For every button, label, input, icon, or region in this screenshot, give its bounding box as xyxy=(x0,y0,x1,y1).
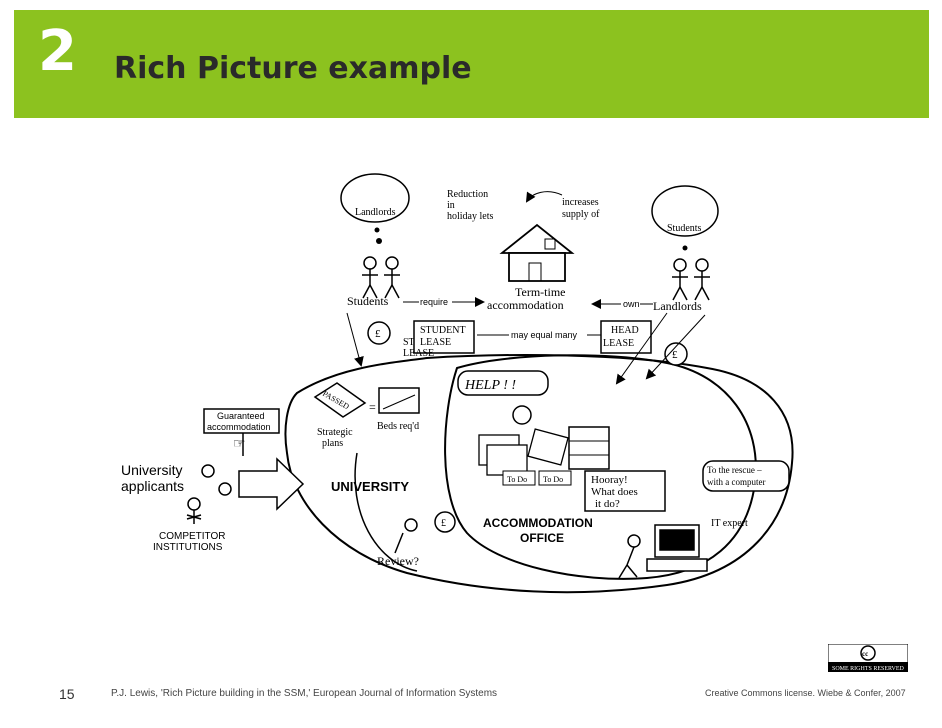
magnifier-figure-icon xyxy=(394,518,418,554)
help-bubble xyxy=(457,370,549,396)
term-time-line-1: Term-time xyxy=(515,285,565,299)
accommodation-office-line-2: OFFICE xyxy=(520,531,564,545)
rescue-line-2: with a computer xyxy=(707,477,765,487)
review-label: Review? xyxy=(377,554,419,568)
landlords-thought-bubble xyxy=(340,173,410,223)
pound-sign: £ xyxy=(441,518,446,529)
applicants-line-2: applicants xyxy=(121,478,184,494)
may-equal-many-label: may equal many xyxy=(511,330,578,340)
money-bag-icon xyxy=(664,342,688,366)
student-lease-arrow xyxy=(346,312,364,367)
todo-tray xyxy=(538,470,572,486)
office-worker-head-icon xyxy=(512,405,532,425)
computer-icon xyxy=(646,524,708,572)
hooray-line-2: What does xyxy=(591,486,638,498)
paper-pile-icon xyxy=(478,428,569,476)
increases-arrow xyxy=(525,191,563,203)
beds-label: Beds req'd xyxy=(377,421,419,432)
todo-label: To Do xyxy=(543,475,563,484)
pound-sign: £ xyxy=(672,349,678,361)
student-lease-line-2: LEASE xyxy=(420,337,451,348)
hooray-line-1: Hooray! xyxy=(591,474,628,486)
badge-text: SOME RIGHTS RESERVED xyxy=(832,666,905,672)
own-label: own xyxy=(623,299,640,309)
slide-title: Rich Picture example xyxy=(114,51,472,86)
page-number: 15 xyxy=(59,686,75,702)
competitor-figure-icon xyxy=(186,497,202,524)
beds-graph-line xyxy=(382,394,416,410)
guaranteed-line-2: accommodation xyxy=(207,422,271,432)
strategic-line-1: Strategic xyxy=(317,427,353,438)
landlord-head-lease-arrow xyxy=(615,312,668,385)
money-bag-icon xyxy=(434,511,456,533)
hooray-bubble xyxy=(584,470,666,512)
help-label: HELP ! ! xyxy=(464,378,516,393)
filing-cabinet-icon xyxy=(568,426,610,470)
thought-dot xyxy=(376,238,382,244)
passed-stack-icon xyxy=(313,382,367,418)
slide-number: 2 xyxy=(38,19,77,84)
applicants-arrow xyxy=(238,457,305,511)
rich-picture-diagram: Landlords Reduction in holiday lets incr… xyxy=(121,173,794,594)
student-lease-line-1: STUDENT xyxy=(420,325,466,336)
it-expert-label: IT expert xyxy=(711,518,748,529)
cc-logo-text: cc xyxy=(862,650,868,658)
head-lease-line-2: LEASE xyxy=(603,338,634,349)
guaranteed-line-1: Guaranteed xyxy=(217,411,265,421)
students-thought-bubble xyxy=(651,185,719,237)
applicant-head-icon xyxy=(201,464,215,478)
accommodation-office-boundary xyxy=(444,354,757,580)
landlords-top-label: Landlords xyxy=(355,207,396,218)
todo-tray xyxy=(502,470,536,486)
house-icon xyxy=(499,223,575,282)
reduction-line-2: in xyxy=(447,200,455,211)
term-time-line-2: accommodation xyxy=(487,298,564,312)
students-figures-icon xyxy=(362,256,400,299)
applicant-head-icon xyxy=(218,482,232,496)
title-bar xyxy=(14,10,929,118)
increases-line-2: supply of xyxy=(562,209,600,220)
increases-line-1: increases xyxy=(562,197,599,208)
reduction-line-1: Reduction xyxy=(447,189,488,200)
pound-sign: £ xyxy=(375,328,381,340)
cc-logo-icon xyxy=(860,645,876,661)
review-loop xyxy=(354,452,418,572)
pointing-hand-icon: ☞ xyxy=(233,437,246,452)
lease-fragment-1: ST xyxy=(403,337,415,348)
strategic-line-2: plans xyxy=(322,438,343,449)
creative-commons-badge: cc SOME RIGHTS RESERVED xyxy=(828,644,908,672)
applicants-line-1: University xyxy=(121,462,182,478)
equals-sign: = xyxy=(369,400,376,414)
university-boundary xyxy=(284,354,794,594)
lease-fragment-2: LEASE xyxy=(403,348,434,359)
money-bag-icon xyxy=(367,321,391,345)
student-lease-document xyxy=(413,320,475,354)
beds-graph-icon xyxy=(378,387,420,414)
todo-label: To Do xyxy=(507,475,527,484)
landlords-figures-icon xyxy=(672,258,710,301)
head-lease-line-1: HEAD xyxy=(611,325,639,336)
accommodation-office-line-1: ACCOMMODATION xyxy=(483,516,593,530)
competitor-line-1: COMPETITOR xyxy=(159,531,225,542)
competitor-line-2: INSTITUTIONS xyxy=(153,542,223,553)
landlord-arrow xyxy=(645,314,706,380)
university-label: UNIVERSITY xyxy=(331,479,409,494)
guaranteed-sign xyxy=(203,408,280,434)
citation: P.J. Lewis, 'Rich Picture building in th… xyxy=(111,688,498,699)
hooray-line-3: it do? xyxy=(595,498,620,510)
license-text: Creative Commons license. Wiebe & Confer… xyxy=(705,688,906,698)
it-expert-figure-icon xyxy=(618,534,641,579)
reduction-line-3: holiday lets xyxy=(447,211,493,222)
landlords-label: Landlords xyxy=(653,299,702,313)
students-label: Students xyxy=(347,294,389,308)
thought-dot xyxy=(374,227,380,233)
thought-dot xyxy=(682,245,688,251)
rescue-bubble xyxy=(702,460,790,492)
students-top-label: Students xyxy=(667,223,702,234)
rescue-line-1: To the rescue – xyxy=(707,465,762,475)
require-label: require xyxy=(420,297,448,307)
